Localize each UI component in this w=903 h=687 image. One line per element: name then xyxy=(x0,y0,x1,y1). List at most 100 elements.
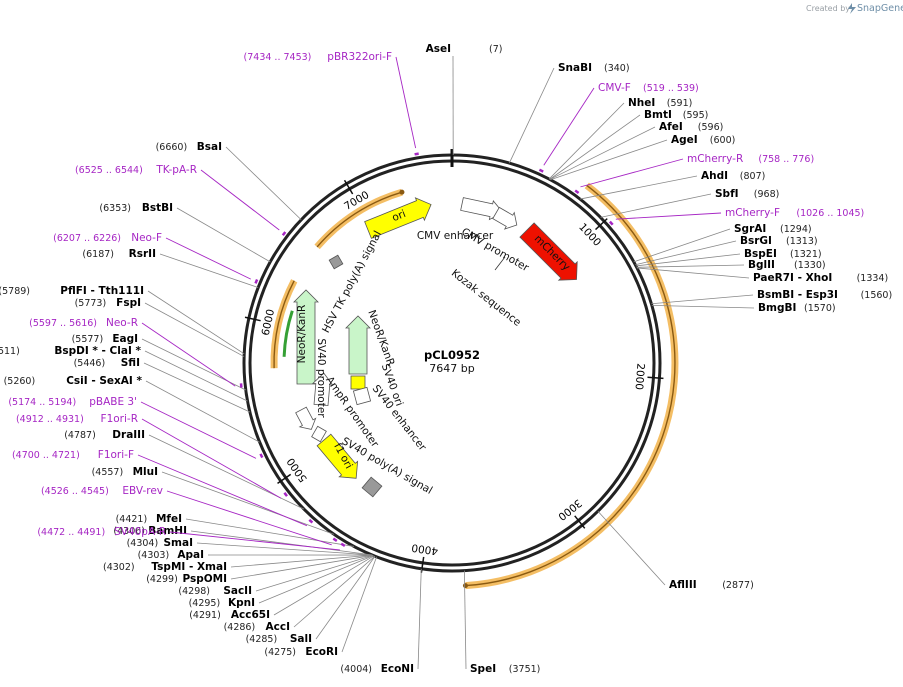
mcherry-arrow[interactable] xyxy=(518,221,586,289)
restriction-site[interactable]: SbfI(968) xyxy=(600,188,780,218)
primer-mark xyxy=(574,189,580,194)
restriction-site[interactable]: AhdI(807) xyxy=(579,170,765,200)
restriction-site[interactable]: BsmBI - Esp3I(1560) xyxy=(651,289,892,305)
restriction-site[interactable]: MluI(4557) xyxy=(92,466,335,535)
primer-range: (4912 .. 4931) xyxy=(16,414,84,425)
site-position: (1570) xyxy=(804,303,836,314)
primer-site[interactable]: F1ori-R(4912 .. 4931) xyxy=(16,413,288,499)
restriction-site[interactable]: SmaI(4304) xyxy=(127,537,373,556)
restriction-site[interactable]: SacII(4298) xyxy=(178,555,374,597)
restriction-site[interactable]: BstBI (6353) xyxy=(99,202,271,263)
restriction-site[interactable]: EcoRI(4275) xyxy=(264,556,377,658)
restriction-site[interactable]: NheI(591) xyxy=(548,97,692,180)
site-leader-line xyxy=(635,240,737,266)
primer-leader-line xyxy=(395,56,417,149)
restriction-site[interactable]: BsaI(6660) xyxy=(156,141,302,221)
snapgene-watermark[interactable]: Created by SnapGene xyxy=(806,3,903,14)
restriction-site[interactable]: MfeI(4421) xyxy=(116,513,355,547)
f1-ori-arrow[interactable] xyxy=(315,432,366,486)
primer-site[interactable]: CMV-F(519 .. 539) xyxy=(538,82,699,173)
tick-mark xyxy=(244,316,261,322)
primer-site[interactable]: EBV-rev(4526 .. 4545) xyxy=(41,485,338,546)
site-name: SalI xyxy=(290,633,312,645)
site-name: CsiI - SexAI * xyxy=(66,375,142,387)
cmv-promoter-arrow[interactable] xyxy=(491,205,521,233)
primer-site[interactable]: mCherry-R(758 .. 776) xyxy=(574,153,814,194)
primer-site[interactable]: pBR322ori-F(7434 .. 7453) xyxy=(244,51,419,156)
neor-kanr-arrow-1[interactable] xyxy=(345,315,371,375)
site-name: PflFI - Tth111I xyxy=(60,285,144,297)
site-position: (1294) xyxy=(780,224,812,235)
restriction-site[interactable]: AccI(4286) xyxy=(224,555,376,633)
site-leader-line xyxy=(651,294,754,305)
restriction-site[interactable]: AseI(7) xyxy=(426,43,503,156)
primer-site[interactable]: mCherry-F(1026 .. 1045) xyxy=(608,207,864,226)
restriction-site[interactable]: KpnI(4295) xyxy=(189,555,374,609)
f1-ori-arrow-shape xyxy=(316,433,359,479)
restriction-site[interactable]: SgrAI (1294) xyxy=(633,223,812,263)
site-name: BsmBI - Esp3I xyxy=(757,289,838,301)
primer-name: TK-pA-R xyxy=(155,164,197,176)
restriction-site[interactable]: BspDI * - ClaI *(5511) xyxy=(0,345,248,402)
restriction-site[interactable]: BmtI(595) xyxy=(549,109,709,180)
restriction-site[interactable]: EcoNI(4004) xyxy=(340,568,422,675)
primer-leader-line xyxy=(169,531,340,551)
site-name: MfeI xyxy=(156,513,182,525)
primer-range: (5174 .. 5194) xyxy=(8,397,76,408)
sv40-polya-box[interactable] xyxy=(361,476,383,498)
neor-kanr-label-1: NeoR/KanR xyxy=(365,308,396,367)
site-position: (6353) xyxy=(99,203,131,214)
restriction-site[interactable]: BamHI(4306) xyxy=(113,525,372,556)
primer-site[interactable]: Neo-R(5597 .. 5616) xyxy=(29,317,243,388)
sv40-enhancer-box[interactable] xyxy=(352,386,372,406)
orf-arc-green xyxy=(282,310,294,357)
site-leader-line xyxy=(255,555,374,592)
restriction-site[interactable]: RsrII(6187) xyxy=(82,248,259,288)
primer-site[interactable]: pBABE 3'(5174 .. 5194) xyxy=(8,396,264,459)
ori-label: ori xyxy=(390,208,407,224)
sv40-promoter-arrow-2[interactable] xyxy=(311,372,334,407)
restriction-site[interactable]: FspI(5773) xyxy=(75,297,245,357)
primer-leader-line xyxy=(200,169,280,231)
restriction-site[interactable]: PaeR7I - XhoI(1334) xyxy=(636,267,888,284)
primer-range: (6207 .. 6226) xyxy=(53,233,121,244)
primer-range: (519 .. 539) xyxy=(643,83,699,94)
restriction-site[interactable]: BglII(1330) xyxy=(636,259,826,271)
hsv-tk-polya-box[interactable] xyxy=(328,254,344,270)
primer-site[interactable]: TK-pA-R(6525 .. 6544) xyxy=(75,164,287,237)
site-leader-line xyxy=(273,555,375,616)
primer-site[interactable]: SV40pA-R(4472 .. 4491) xyxy=(37,526,346,551)
ori-arrow[interactable] xyxy=(364,193,436,241)
watermark-prefix: Created by xyxy=(806,4,850,13)
ampr-promoter-arrow[interactable] xyxy=(293,406,319,434)
site-name: PaeR7I - XhoI xyxy=(753,272,832,284)
sv40-ori-box[interactable] xyxy=(350,375,366,390)
restriction-site[interactable]: AfeI(596) xyxy=(549,121,724,180)
restriction-site[interactable]: PspOMI(4299) xyxy=(146,554,373,585)
restriction-site[interactable]: SalI(4285) xyxy=(246,555,376,645)
primer-site[interactable]: F1ori-F(4700 .. 4721) xyxy=(12,449,314,527)
site-name: SfiI xyxy=(121,357,140,369)
restriction-site[interactable]: ApaI(4303) xyxy=(138,549,373,561)
site-name: TspMI - XmaI xyxy=(151,561,227,573)
site-name: SpeI xyxy=(470,663,496,675)
site-name: NheI xyxy=(628,97,655,109)
restriction-site[interactable]: SpeI(3751) xyxy=(463,570,540,675)
restriction-site[interactable]: SnaBI(340) xyxy=(508,62,630,164)
restriction-site[interactable]: BsrGI(1313) xyxy=(635,235,818,266)
restriction-site[interactable]: Acc65I(4291) xyxy=(189,555,375,621)
site-name: BspDI * - ClaI * xyxy=(54,345,141,357)
restriction-site[interactable]: BmgBI(1570) xyxy=(651,302,836,314)
primer-leader-line xyxy=(615,212,722,220)
site-name: BstBI xyxy=(142,202,173,214)
restriction-site[interactable]: PflFI - Tth111I(5789) xyxy=(0,285,245,355)
neor-kanr-arrow-2[interactable] xyxy=(293,289,319,385)
restriction-site[interactable]: AflIII(2877) xyxy=(597,510,754,591)
restriction-site[interactable]: BspEI(1321) xyxy=(635,248,822,267)
restriction-site[interactable]: AgeI(600) xyxy=(550,134,735,181)
restriction-site[interactable]: TspMI - XmaI(4302) xyxy=(103,554,373,573)
restriction-site[interactable]: CsiI - SexAI *(5260) xyxy=(4,375,260,443)
primer-site[interactable]: Neo-F(6207 .. 6226) xyxy=(53,232,259,284)
restriction-site[interactable]: SfiI(5446) xyxy=(74,357,251,413)
site-name: SgrAI xyxy=(734,223,766,235)
